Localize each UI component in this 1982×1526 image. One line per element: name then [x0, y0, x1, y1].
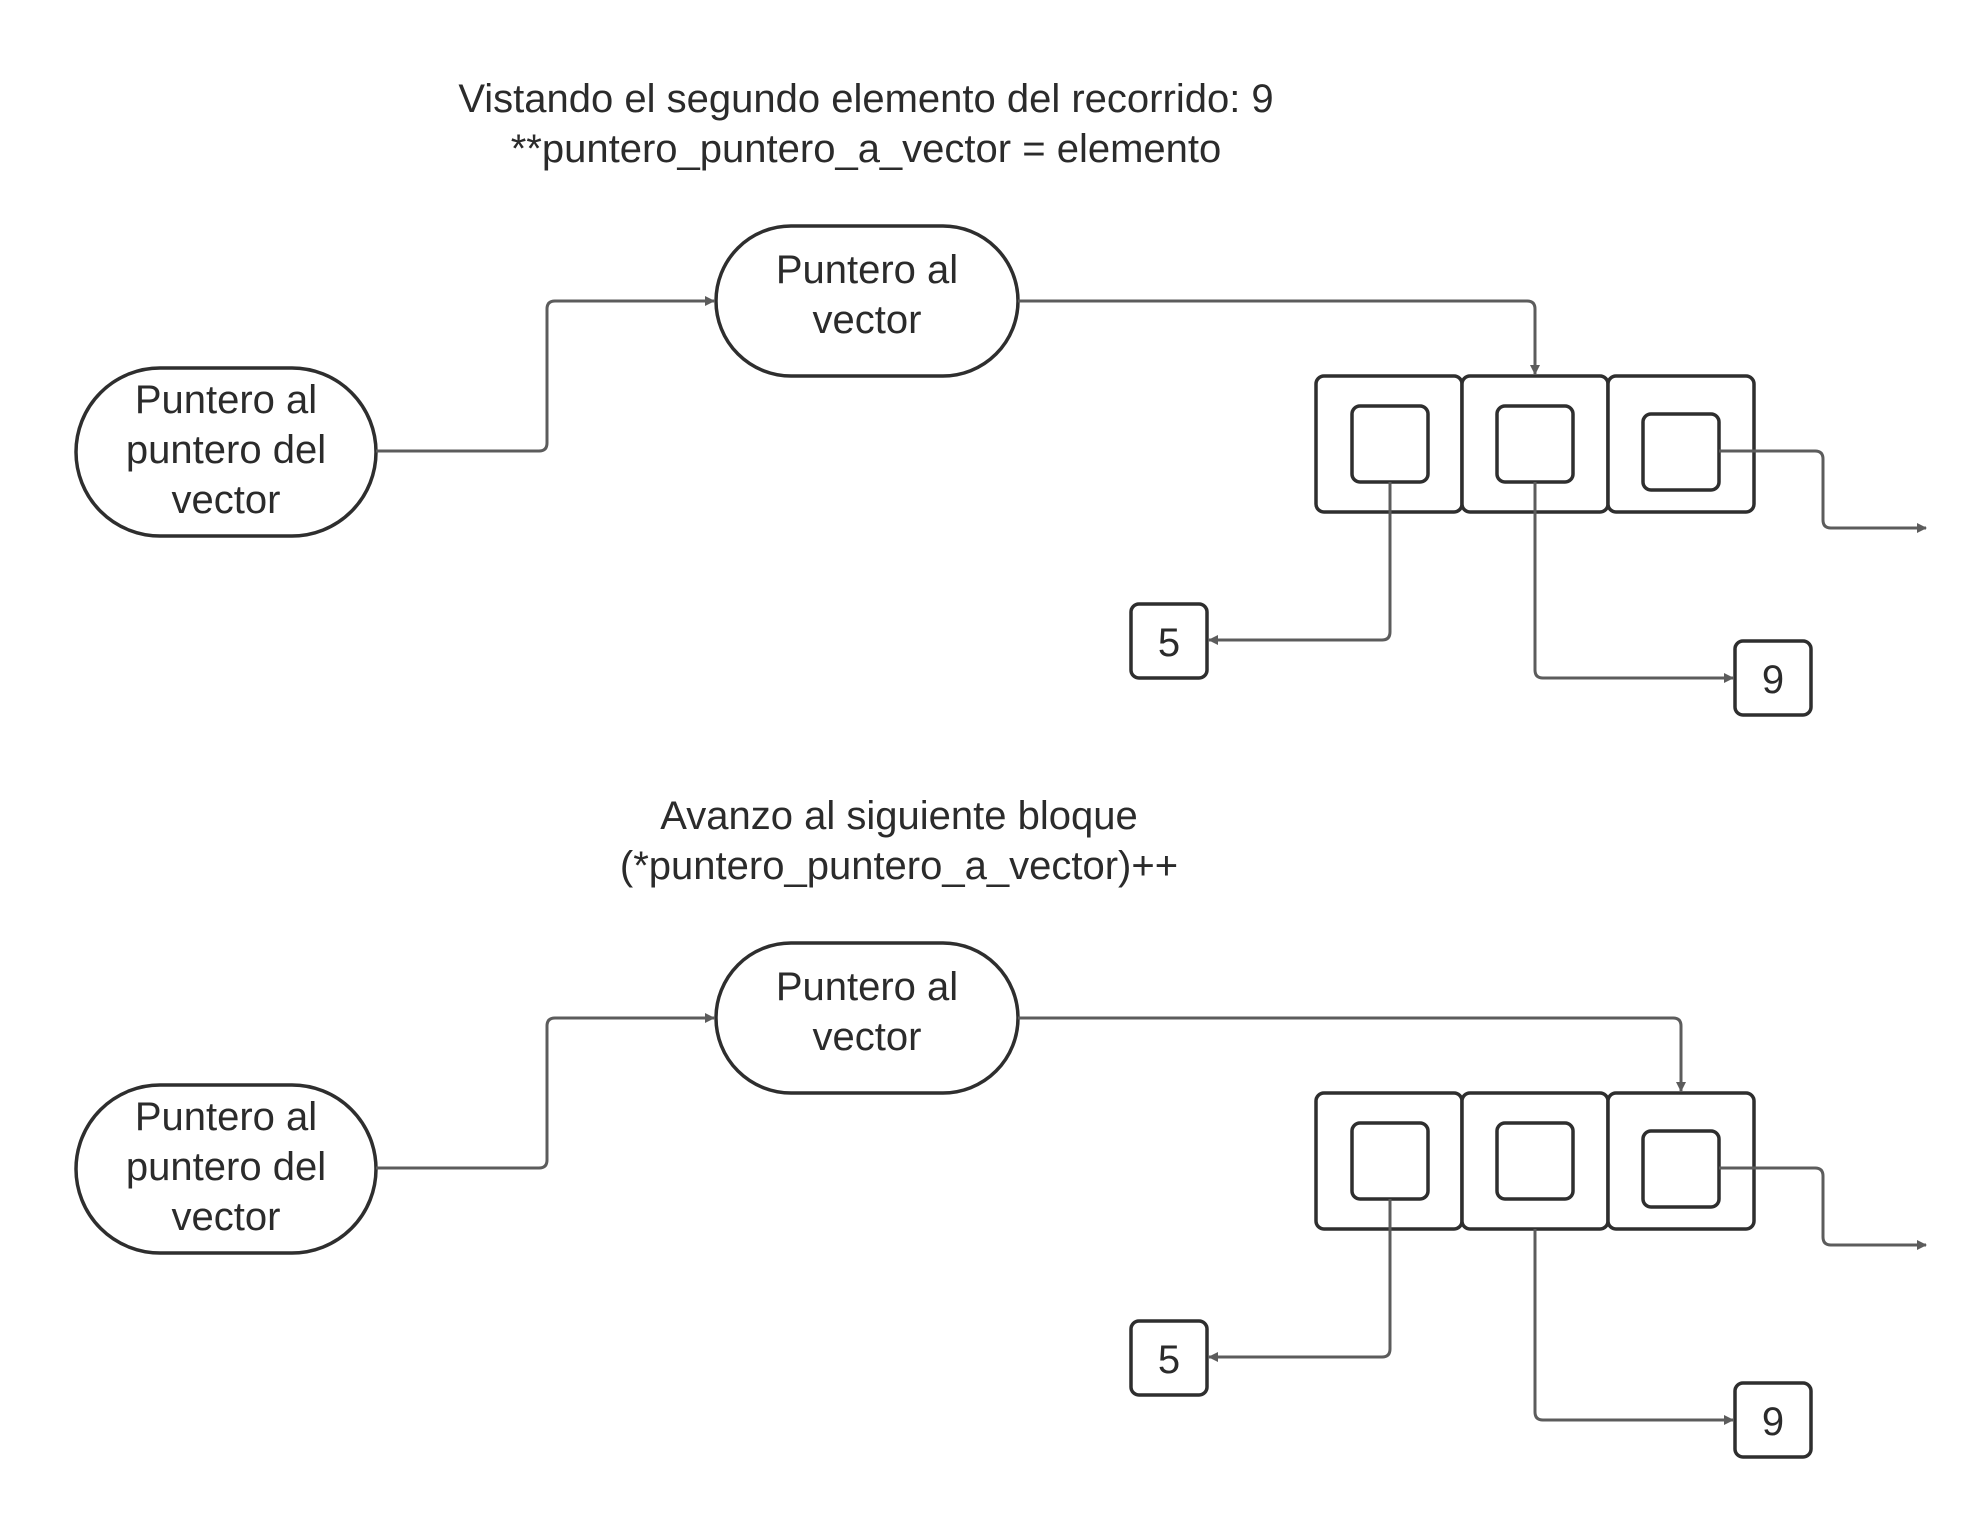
- inner-cell-3: [1641, 1129, 1721, 1209]
- panel-title-line2: **puntero_puntero_a_vector = elemento: [511, 127, 1222, 171]
- arrow-cell1-to-5: [1208, 1199, 1392, 1362]
- node-label-line1: Puntero al: [776, 248, 958, 292]
- value-label: 5: [1158, 1338, 1180, 1382]
- panel-2: Avanzo al siguiente bloque (*puntero_pun…: [74, 794, 1927, 1459]
- value-label: 5: [1158, 621, 1180, 665]
- value-label: 9: [1762, 658, 1784, 702]
- vector-block: [1314, 374, 1756, 514]
- value-box-5: 5: [1129, 602, 1209, 680]
- value-box-9: 9: [1733, 1381, 1813, 1459]
- panel-title-line2: (*puntero_puntero_a_vector)++: [620, 844, 1178, 888]
- arrow-p-to-vector: [1018, 299, 1540, 375]
- arrow-cell3-next: [1719, 449, 1927, 533]
- pointer-to-pointer-node: Puntero al puntero del vector: [74, 366, 378, 538]
- pointer-node: Puntero al vector: [714, 224, 1020, 378]
- pointer-to-pointer-node: Puntero al puntero del vector: [74, 1083, 378, 1255]
- value-label: 9: [1762, 1400, 1784, 1444]
- node-label-line1: Puntero al: [776, 965, 958, 1009]
- node-label-line2: puntero del: [126, 428, 326, 472]
- arrow-cell2-to-9: [1533, 482, 1734, 683]
- node-label-line3: vector: [172, 1195, 281, 1239]
- arrow-p-to-vector: [1018, 1016, 1686, 1092]
- vector-block: [1314, 1091, 1756, 1231]
- value-box-9: 9: [1733, 639, 1813, 717]
- inner-cell-2: [1495, 404, 1575, 484]
- arrow-cell2-to-9: [1533, 1229, 1734, 1425]
- node-label-line2: vector: [813, 298, 922, 342]
- arrow-cell1-to-5: [1208, 482, 1392, 645]
- inner-cell-3: [1641, 412, 1721, 492]
- node-label-line2: puntero del: [126, 1145, 326, 1189]
- node-label-line2: vector: [813, 1015, 922, 1059]
- panel-1: Vistando el segundo elemento del recorri…: [74, 77, 1927, 717]
- pointer-node: Puntero al vector: [714, 941, 1020, 1095]
- panel-title-line1: Vistando el segundo elemento del recorri…: [458, 77, 1273, 121]
- arrow-pp-to-p: [376, 296, 715, 453]
- node-label-line1: Puntero al: [135, 378, 317, 422]
- inner-cell-2: [1495, 1121, 1575, 1201]
- arrow-pp-to-p: [376, 1013, 715, 1170]
- inner-cell-1: [1350, 1121, 1430, 1201]
- panel-title-line1: Avanzo al siguiente bloque: [660, 794, 1137, 838]
- value-box-5: 5: [1129, 1319, 1209, 1397]
- node-label-line3: vector: [172, 478, 281, 522]
- node-label-line1: Puntero al: [135, 1095, 317, 1139]
- inner-cell-1: [1350, 404, 1430, 484]
- arrow-cell3-next: [1719, 1166, 1927, 1250]
